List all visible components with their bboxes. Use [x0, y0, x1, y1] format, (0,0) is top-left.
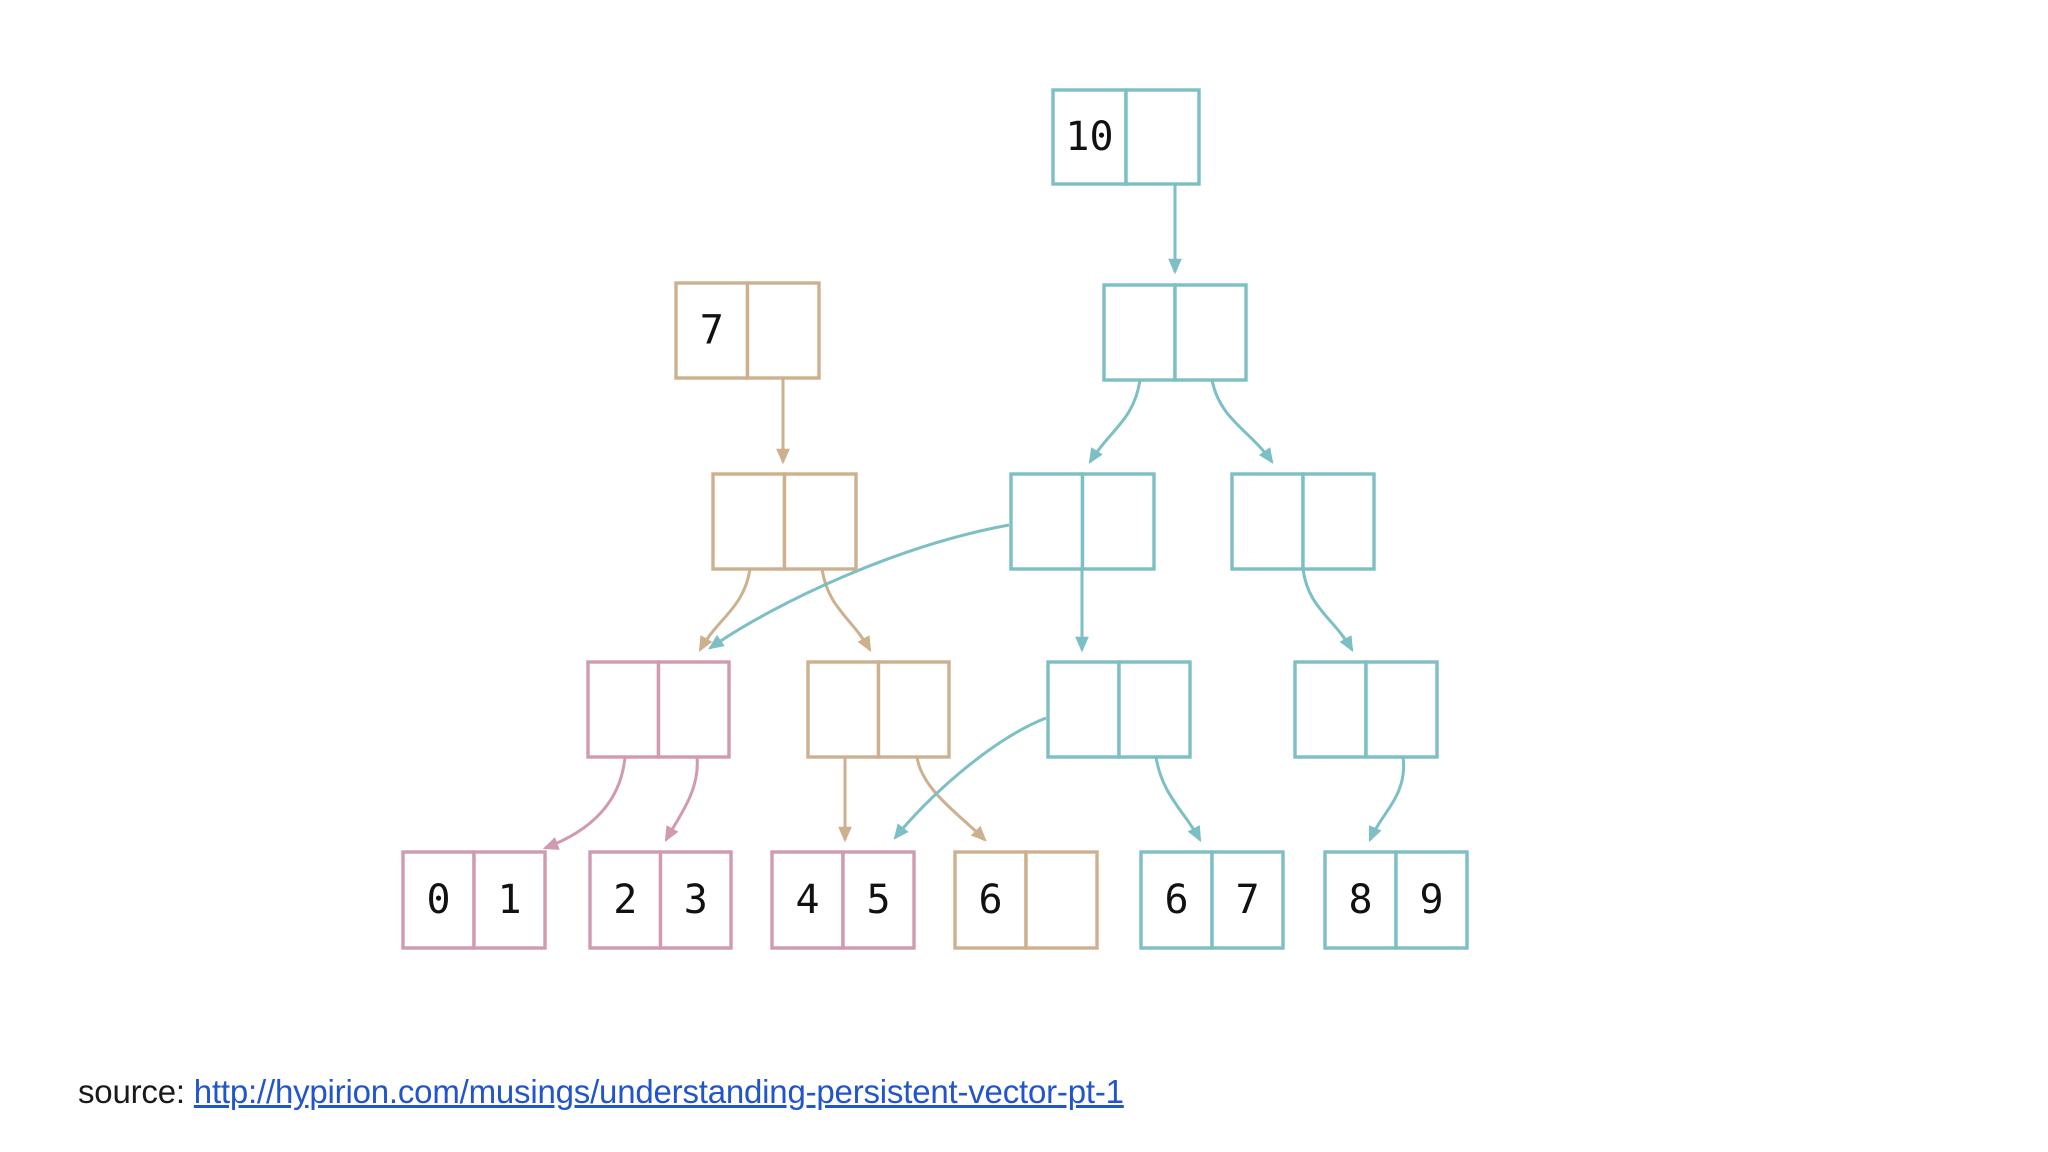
node-lvl4-tan-cell-1[interactable] — [876, 660, 951, 759]
node-root-new-cell-1[interactable] — [1124, 88, 1201, 186]
node-leaf-01-cell-1[interactable] — [472, 850, 547, 950]
node-lvl4-tan[interactable] — [806, 660, 951, 759]
node-lvl4-tan-cell-0[interactable] — [806, 660, 881, 759]
node-leaf-67-cell-1[interactable] — [1210, 850, 1285, 950]
node-leaf-01-value-0: 0 — [426, 877, 450, 923]
edge-lvl3-teal-b-to-lvl4-teal-b — [1301, 568, 1354, 653]
source-prefix-label: source: — [78, 1073, 194, 1110]
node-lvl2-teal-cell-1[interactable] — [1173, 283, 1248, 382]
node-root-old-value-0: 7 — [700, 308, 724, 354]
node-leaf-23-value-0: 2 — [613, 877, 637, 923]
node-leaf-89-cell-1[interactable] — [1394, 850, 1469, 950]
node-lvl2-teal[interactable] — [1102, 283, 1248, 382]
node-leaf-45-value-0: 4 — [795, 877, 819, 923]
node-leaf-67-cell-0[interactable] — [1139, 850, 1214, 950]
node-lvl4-teal-b[interactable] — [1293, 660, 1439, 759]
source-url-link[interactable]: http://hypirion.com/musings/understandin… — [193, 1073, 1124, 1110]
node-lvl2-teal-cell-0[interactable] — [1102, 283, 1177, 382]
node-root-old[interactable]: 7 — [674, 281, 821, 380]
node-leaf-45-cell-1[interactable] — [841, 850, 916, 950]
node-root-new-cell-0[interactable] — [1051, 88, 1128, 186]
node-lvl4-teal-a-cell-1[interactable] — [1117, 660, 1192, 759]
edges-layer — [542, 184, 1406, 850]
node-lvl3-teal-a[interactable] — [1009, 472, 1156, 571]
node-lvl3-tan[interactable] — [711, 472, 858, 571]
node-lvl3-teal-b-cell-1[interactable] — [1301, 472, 1376, 571]
node-lvl3-teal-b-cell-0[interactable] — [1230, 472, 1305, 571]
node-leaf-23-value-1: 3 — [684, 877, 708, 923]
node-leaf-45-value-1: 5 — [866, 877, 890, 923]
node-leaf-6[interactable]: 6 — [953, 850, 1099, 950]
node-leaf-89-cell-0[interactable] — [1323, 850, 1398, 950]
node-lvl3-tan-cell-1[interactable] — [782, 472, 858, 571]
node-leaf-23-cell-0[interactable] — [588, 850, 663, 950]
node-lvl4-teal-a[interactable] — [1046, 660, 1192, 759]
edge-lvl3-teal-a-to-lvl4-pink — [708, 523, 1010, 650]
node-lvl4-teal-b-cell-1[interactable] — [1364, 660, 1439, 759]
edge-lvl4-teal-a-to-leaf-45 — [893, 716, 1047, 840]
node-root-old-cell-0[interactable] — [674, 281, 750, 380]
node-root-new-value-0: 10 — [1065, 114, 1113, 160]
node-root-new[interactable]: 10 — [1051, 88, 1201, 186]
edge-lvl2-teal-to-lvl3-teal-a — [1088, 379, 1142, 464]
node-leaf-01-value-1: 1 — [497, 877, 521, 923]
node-leaf-6-value-0: 6 — [978, 877, 1002, 923]
node-leaf-67-value-0: 6 — [1164, 877, 1188, 923]
edge-lvl3-tan-to-lvl4-pink — [698, 568, 752, 653]
node-leaf-45-cell-0[interactable] — [770, 850, 845, 950]
source-line: source: http://hypirion.com/musings/unde… — [78, 1073, 1124, 1111]
node-lvl3-tan-cell-0[interactable] — [711, 472, 787, 571]
node-leaf-6-cell-1[interactable] — [1024, 850, 1099, 950]
node-leaf-67-value-1: 7 — [1235, 877, 1259, 923]
edge-lvl4-tan-to-leaf-6 — [915, 756, 987, 842]
edge-lvl4-pink-to-leaf-01 — [542, 756, 627, 850]
node-lvl3-teal-b[interactable] — [1230, 472, 1376, 571]
node-leaf-01-cell-0[interactable] — [401, 850, 476, 950]
edge-lvl4-teal-a-to-leaf-67 — [1154, 756, 1202, 843]
node-lvl3-teal-a-cell-1[interactable] — [1080, 472, 1156, 571]
node-lvl4-pink[interactable] — [586, 660, 731, 759]
node-leaf-89-value-0: 8 — [1348, 877, 1372, 923]
node-leaf-89-value-1: 9 — [1419, 877, 1443, 923]
node-root-old-cell-1[interactable] — [745, 281, 821, 380]
edge-lvl2-teal-to-lvl3-teal-b — [1210, 379, 1274, 464]
node-leaf-6-cell-0[interactable] — [953, 850, 1028, 950]
edge-lvl3-tan-to-lvl4-tan — [820, 568, 872, 653]
edge-lvl4-teal-b-to-leaf-89 — [1368, 756, 1406, 843]
node-leaf-23-cell-1[interactable] — [658, 850, 733, 950]
node-lvl4-pink-cell-1[interactable] — [656, 660, 731, 759]
node-lvl3-teal-a-cell-0[interactable] — [1009, 472, 1085, 571]
node-lvl4-teal-a-cell-0[interactable] — [1046, 660, 1121, 759]
edge-lvl4-pink-to-leaf-23 — [664, 756, 699, 843]
node-lvl4-pink-cell-0[interactable] — [586, 660, 661, 759]
node-lvl4-teal-b-cell-0[interactable] — [1293, 660, 1368, 759]
